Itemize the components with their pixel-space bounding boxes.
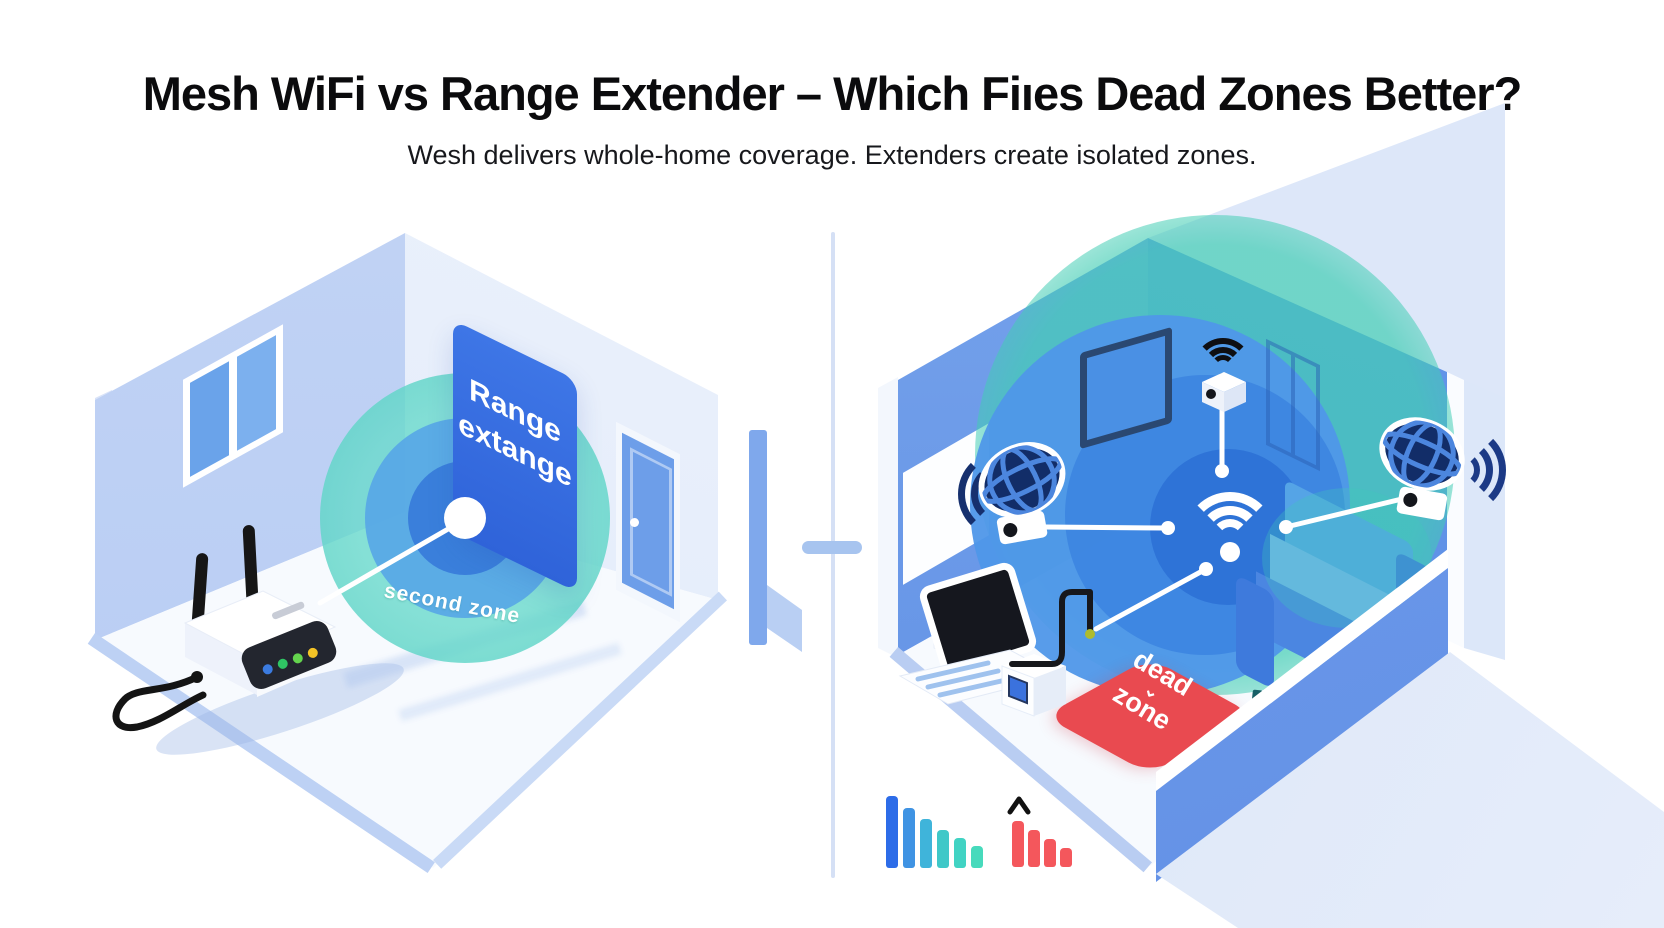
laptop-keyboard — [915, 660, 1013, 698]
peak-marker-icon — [1007, 796, 1031, 815]
laptop-icon — [898, 562, 1060, 705]
laptop-cable — [1009, 589, 1093, 667]
extender-signal-bar-chart — [1012, 821, 1072, 867]
page-subtitle: Wesh delivers whole-home coverage. Exten… — [407, 140, 1257, 170]
power-cable — [112, 673, 207, 732]
extender-link-line — [317, 518, 465, 606]
page-title: Mesh WiFi vs Range Extender – Which Fiıe… — [142, 67, 1523, 120]
panel-divider-dash — [802, 541, 862, 554]
mesh-signal-bar-chart — [886, 795, 983, 868]
mesh-node-globe-icon — [1379, 417, 1465, 521]
extender-center-dot — [444, 497, 486, 539]
mesh-node-globe-icon — [978, 442, 1066, 545]
wifi-icon — [1184, 460, 1276, 570]
left-room-wall-column — [749, 430, 767, 645]
node-lens-icon — [1206, 389, 1216, 399]
cable-connector-dot — [1085, 629, 1095, 639]
mesh-node-cube — [1202, 372, 1246, 412]
door-knob — [630, 518, 639, 527]
monitor-screen — [1008, 674, 1028, 705]
signal-waves-icon — [1412, 420, 1512, 520]
panel-divider-line — [831, 232, 835, 878]
